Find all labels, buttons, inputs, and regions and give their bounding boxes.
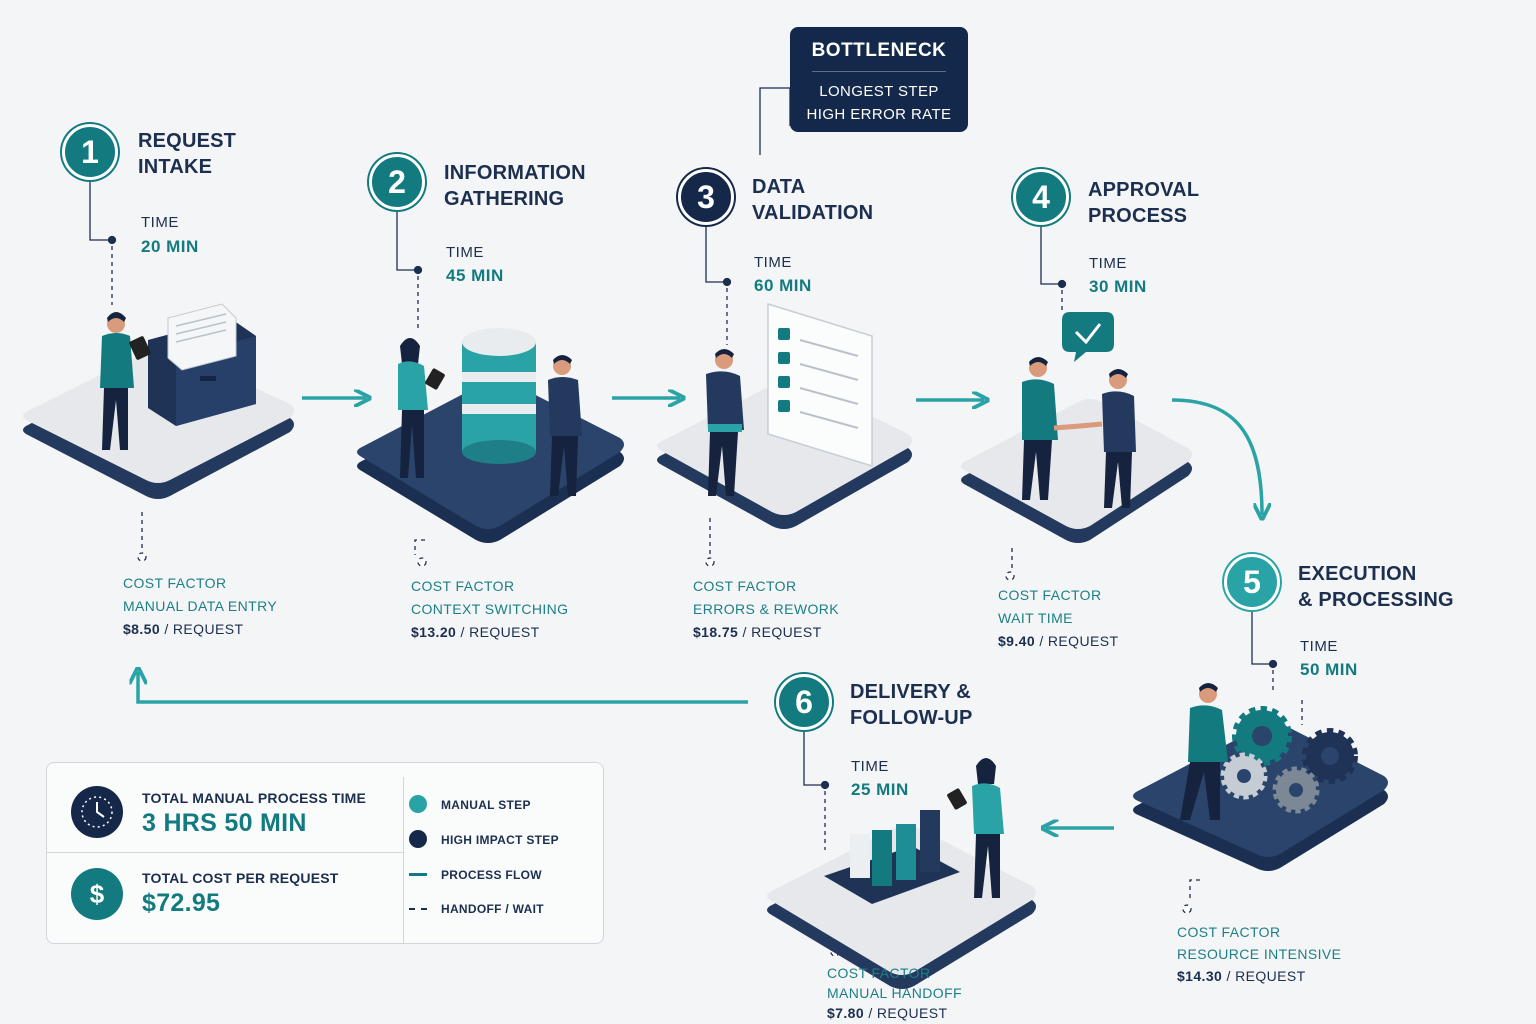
cost-reason: WAIT TIME (998, 610, 1073, 626)
cost-factor-label: COST FACTOR (998, 587, 1102, 603)
step-6-title: DELIVERY &FOLLOW-UP (850, 681, 973, 729)
legend-handoff-wait: HANDOFF / WAIT (409, 902, 544, 916)
step-2-time-label: TIME (446, 244, 484, 261)
step-3-badge: 3 (678, 169, 734, 225)
cost-factor-label: COST FACTOR (123, 575, 227, 591)
bottleneck-callout: BOTTLENECK LONGEST STEP HIGH ERROR RATE (790, 27, 968, 132)
step-5-title: EXECUTION& PROCESSING (1298, 563, 1454, 611)
dollar-icon: $ (71, 868, 123, 920)
cost-reason: CONTEXT SWITCHING (411, 601, 569, 617)
cost-amount: $13.20 (411, 624, 457, 640)
step-1-badge: 1 (62, 124, 118, 180)
cost-reason: MANUAL HANDOFF (827, 985, 962, 1001)
dashed-line-icon (409, 908, 427, 910)
platform-1 (23, 303, 294, 499)
teal-dot-icon (409, 795, 427, 813)
cost-factor-label: COST FACTOR (827, 965, 931, 981)
step-6-cost: COST FACTOR MANUAL HANDOFF $7.80 / REQUE… (827, 963, 962, 1023)
navy-dot-icon (409, 830, 427, 848)
total-time-row: TOTAL MANUAL PROCESS TIME 3 HRS 50 MIN (47, 763, 403, 853)
cost-unit: / REQUEST (1226, 968, 1306, 984)
total-time-value: 3 HRS 50 MIN (142, 809, 307, 837)
cost-reason: MANUAL DATA ENTRY (123, 598, 278, 614)
step-6-time-label: TIME (851, 758, 889, 775)
cost-unit: / REQUEST (868, 1005, 948, 1021)
cost-amount: $18.75 (693, 624, 739, 640)
bottleneck-line-2: HIGH ERROR RATE (806, 106, 952, 123)
cost-reason: ERRORS & REWORK (693, 601, 840, 617)
step-1-time-label: TIME (141, 214, 179, 231)
platform-5 (1133, 683, 1388, 871)
step-4-time-value: 30 MIN (1089, 277, 1147, 296)
step-6-time-value: 25 MIN (851, 780, 909, 799)
bottleneck-line-1: LONGEST STEP (819, 83, 939, 100)
bottleneck-divider (812, 71, 946, 72)
leader-lines (89, 87, 1278, 790)
clock-icon (71, 786, 123, 838)
platform-3 (657, 302, 912, 529)
step-1-cost: COST FACTOR MANUAL DATA ENTRY $8.50 / RE… (123, 572, 277, 641)
step-6-badge: 6 (776, 674, 832, 730)
legend-process-flow: PROCESS FLOW (409, 868, 542, 882)
solid-line-icon (409, 873, 427, 876)
cost-reason: RESOURCE INTENSIVE (1177, 946, 1342, 962)
step-5-time-label: TIME (1300, 638, 1338, 655)
step-4-cost: COST FACTOR WAIT TIME $9.40 / REQUEST (998, 584, 1118, 653)
step-3-time-value: 60 MIN (754, 276, 812, 295)
summary-horizontal-divider (47, 852, 403, 853)
cost-factor-label: COST FACTOR (411, 578, 515, 594)
gear-shapes (1220, 706, 1358, 814)
cost-unit: / REQUEST (460, 624, 540, 640)
cost-amount: $7.80 (827, 1005, 865, 1021)
cost-unit: / REQUEST (1039, 633, 1119, 649)
process-flow-arrows (138, 398, 1262, 828)
step-5-badge: 5 (1224, 554, 1280, 610)
step-4-badge: 4 (1013, 169, 1069, 225)
cost-amount: $8.50 (123, 621, 161, 637)
step-5-time-value: 50 MIN (1300, 660, 1358, 679)
platform-6 (767, 758, 1036, 989)
step-3-cost: COST FACTOR ERRORS & REWORK $18.75 / REQ… (693, 575, 839, 644)
step-1-time-value: 20 MIN (141, 237, 199, 256)
legend-manual-step: MANUAL STEP (409, 795, 531, 813)
step-4-time-label: TIME (1089, 255, 1127, 272)
total-cost-value: $72.95 (142, 889, 221, 917)
step-2-badge: 2 (369, 154, 425, 210)
step-5-cost: COST FACTOR RESOURCE INTENSIVE $14.30 / … (1177, 921, 1341, 987)
cost-unit: / REQUEST (742, 624, 822, 640)
summary-card: TOTAL MANUAL PROCESS TIME 3 HRS 50 MIN $… (46, 762, 604, 944)
cost-amount: $14.30 (1177, 968, 1223, 984)
cost-factor-label: COST FACTOR (693, 578, 797, 594)
total-cost-row: $ TOTAL COST PER REQUEST $72.95 (47, 853, 403, 943)
cost-factor-label: COST FACTOR (1177, 924, 1281, 940)
step-2-cost: COST FACTOR CONTEXT SWITCHING $13.20 / R… (411, 575, 568, 644)
legend-high-impact-step: HIGH IMPACT STEP (409, 830, 559, 848)
summary-vertical-divider (403, 777, 404, 943)
total-time-label: TOTAL MANUAL PROCESS TIME (142, 790, 367, 806)
cost-unit: / REQUEST (164, 621, 244, 637)
total-cost-label: TOTAL COST PER REQUEST (142, 870, 339, 886)
platform-4 (961, 312, 1192, 543)
step-3-time-label: TIME (754, 254, 792, 271)
cost-amount: $9.40 (998, 633, 1036, 649)
step-2-time-value: 45 MIN (446, 266, 504, 285)
platform-2 (357, 328, 624, 543)
bottleneck-title: BOTTLENECK (811, 40, 947, 61)
